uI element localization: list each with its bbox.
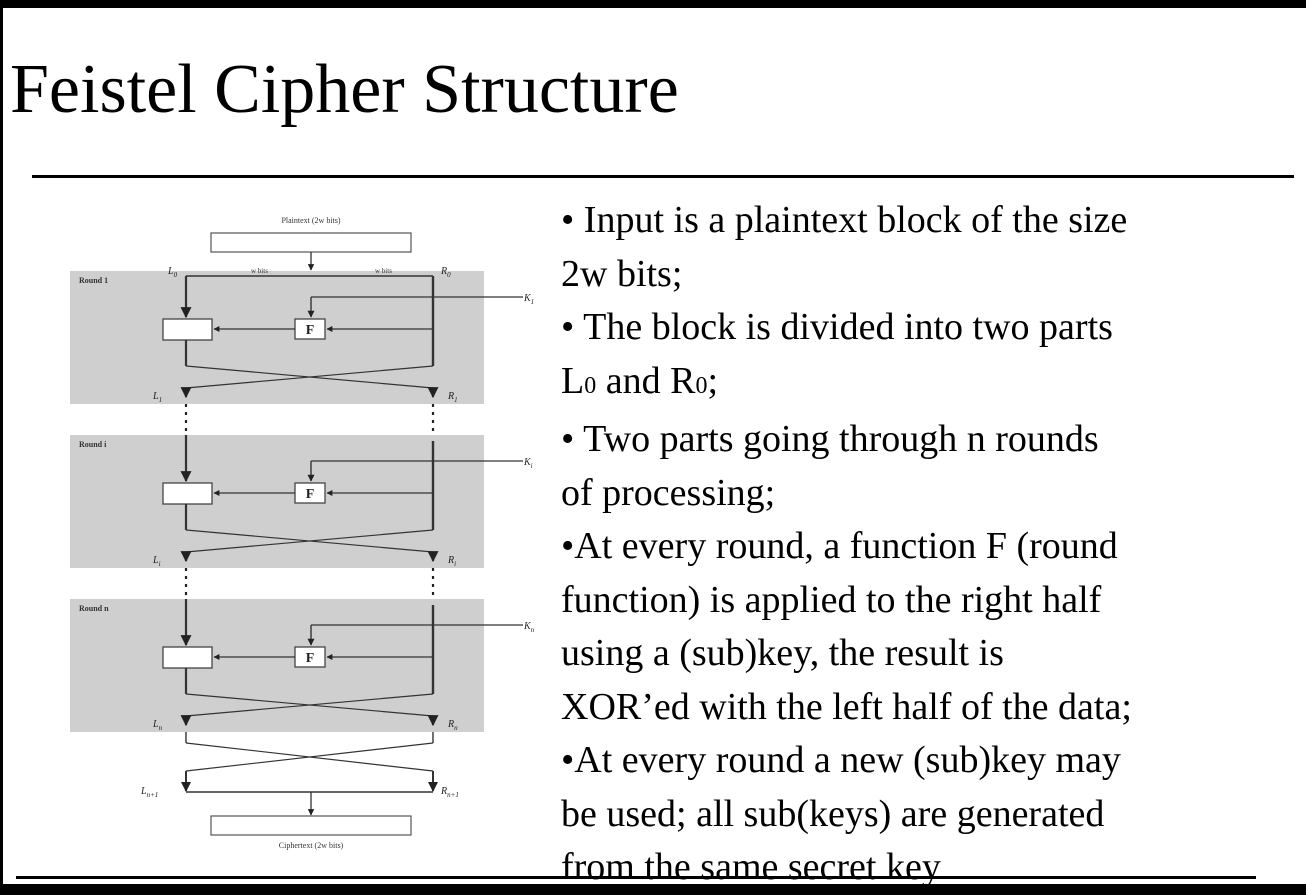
round-2: Round i F [70,435,484,568]
plaintext-block [210,232,412,253]
bullet-item-continuation: from the same secret key [561,846,941,888]
xor-box [162,482,213,505]
round-background [70,271,484,404]
round-3: Round n F [70,599,484,732]
title-divider [32,175,1294,178]
bullet-item-continuation: of processing; [561,471,776,514]
round-label: Round i [79,440,107,449]
l0-label: L0 [167,266,178,279]
round-background [70,599,484,732]
cross-line-rl [185,365,434,389]
left-output-label: Ln [152,719,163,732]
r0-label: R0 [440,266,451,279]
subkey-label: K1 [523,293,534,306]
right-output-label: Rn [447,719,458,732]
final-cross-rl [185,742,434,772]
xor-box [162,646,213,669]
bullet-item: • The block is divided into two parts [561,306,1113,348]
final-left-label: Ln+1 [140,786,158,799]
round-label: Round n [79,604,109,613]
bullet-item-continuation: XOR’ed with the left half of the data; [561,685,1132,728]
subkey-label: Kn [523,621,535,634]
bottom-divider [16,876,1256,879]
bullet-item: •At every round, a function F (round [561,525,1118,567]
right-output-label: Ri [447,555,456,568]
round-1: Round 1 F [70,271,484,404]
w-bits-left-label: w bits [251,267,268,275]
cross-line-rl [185,693,434,717]
left-output-label: L1 [152,391,162,404]
bullet-item-continuation: 2w bits; [561,252,683,295]
w-bits-right-label: w bits [375,267,392,275]
xor-box [162,318,213,341]
bullet-item: • Two parts going through n rounds [561,418,1099,460]
ciphertext-block [210,815,412,836]
round-background [70,435,484,568]
left-output-label: Li [152,555,161,568]
bullet-item: • Input is a plaintext block of the size [561,199,1128,241]
ciphertext-label: Ciphertext (2w bits) [279,841,344,850]
round-label: Round 1 [79,276,108,285]
right-output-label: R1 [447,391,458,404]
f-function-label: F [306,651,315,666]
bullet-list: • Input is a plaintext block of the size… [561,194,1281,895]
bullet-item: •At every round a new (sub)key may [561,739,1121,781]
subkey-label: Ki [523,457,533,470]
final-right-label: Rn+1 [440,786,459,799]
bullet-item-continuation: function) is applied to the right half [561,578,1102,621]
f-function-label: F [306,487,315,502]
bullet-item-continuation: be used; all sub(keys) are generated [561,792,1105,835]
cross-line-rl [185,529,434,553]
bullet-item-continuation: L0 and R0; [561,359,719,402]
slide: Feistel Cipher Structure Plaintext (2w b… [3,8,1306,888]
slide-title: Feistel Cipher Structure [10,51,679,128]
bullet-item-continuation: using a (sub)key, the result is [561,632,1004,674]
plaintext-label: Plaintext (2w bits) [281,216,340,225]
f-function-label: F [306,323,315,338]
